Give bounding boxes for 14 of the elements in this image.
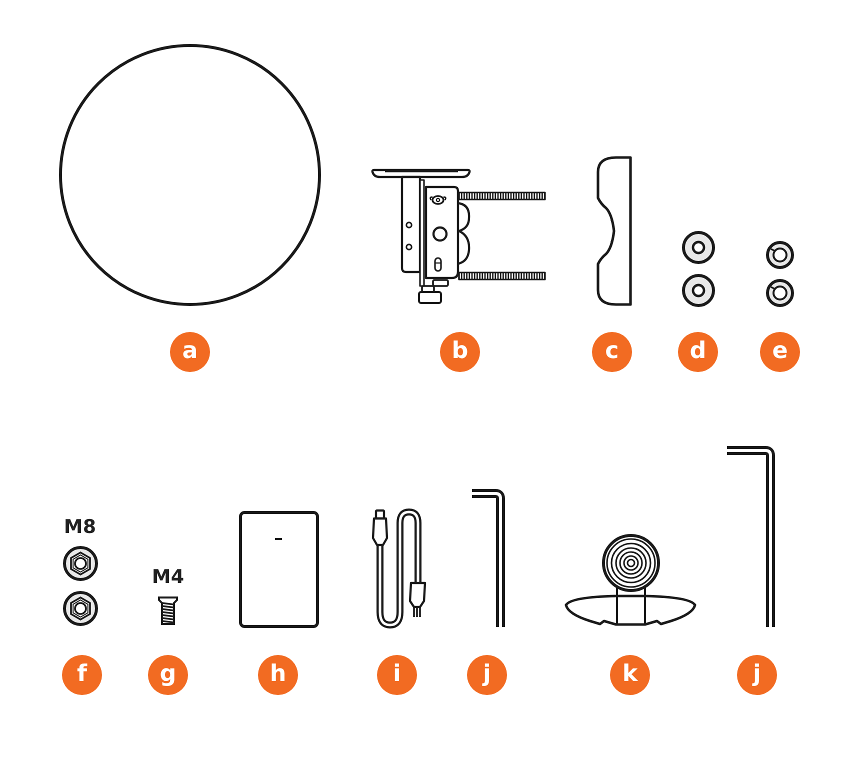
callout-letter: f [62,655,102,695]
callout-letter: k [610,655,650,695]
callout-letter: h [258,655,298,695]
callout-letter: g [148,655,188,695]
callout-letter: j [737,655,777,695]
callout-letter: b [440,332,480,372]
callout-letter: e [760,332,800,372]
size-label: M8 [64,516,96,538]
callout-letter: i [377,655,417,695]
size-label: M4 [152,566,184,588]
callout-letter: c [592,332,632,372]
callout-letter: j [467,655,507,695]
callout-letter: d [678,332,718,372]
callout-letter: a [170,332,210,372]
